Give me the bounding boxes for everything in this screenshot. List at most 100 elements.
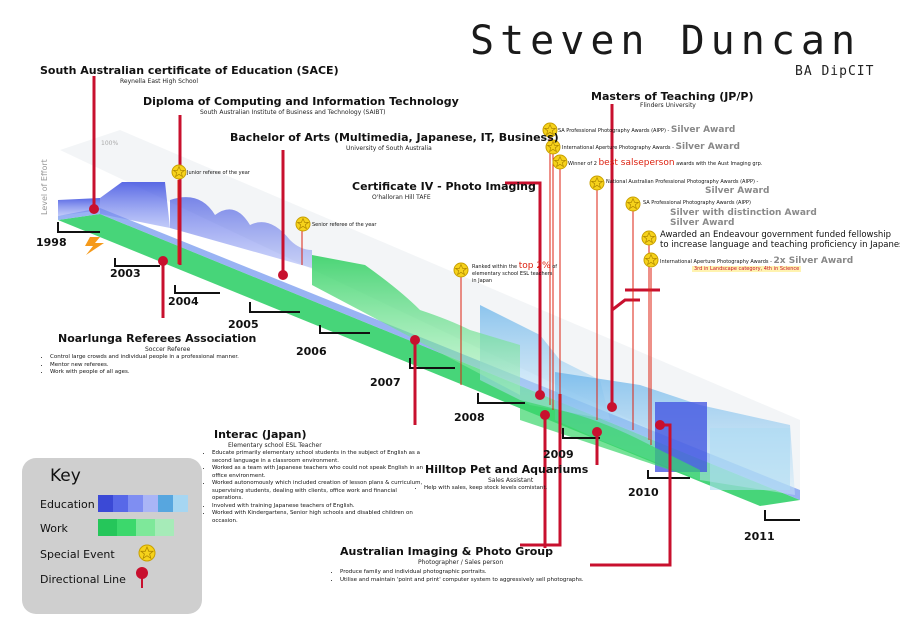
legend-swatch: [143, 495, 158, 512]
legend-swatch: [136, 519, 155, 536]
work-role: Sales Assistant: [488, 477, 534, 484]
event-label: Junior referee of the year: [187, 170, 250, 176]
education-institution: South Australian Institute of Business a…: [200, 109, 386, 116]
star-icon: [552, 154, 568, 170]
edu-volume-diploma: [100, 182, 170, 228]
education-institution: University of South Australia: [346, 145, 432, 152]
bullet: Involved with training Japanese teachers…: [212, 503, 424, 511]
education-title: Diploma of Computing and Information Tec…: [143, 95, 459, 108]
award-badge: Silver Award: [670, 218, 735, 228]
legend-swatch: [173, 495, 188, 512]
work-volume-interac: [312, 255, 520, 395]
year-ticks: [57, 222, 800, 521]
event-label: Senior referee of the year: [312, 222, 377, 228]
star-icon: [589, 175, 605, 191]
work-role: Elementary school ESL Teacher: [228, 442, 322, 449]
star-icon: [643, 252, 659, 268]
star-icon: [171, 164, 187, 180]
education-title: Certificate IV - Photo Imaging: [352, 180, 536, 193]
event-label: National Australian Professional Photogr…: [606, 179, 759, 185]
bullet: Produce family and individual photograph…: [340, 569, 610, 577]
bullet: Worked with Kindergartens, Senior high s…: [212, 510, 424, 525]
year-label: 2004: [168, 295, 199, 308]
legend: Key Education Work Special Event Directi…: [22, 458, 202, 614]
year-label: 2003: [110, 267, 141, 280]
lightning-icon: [85, 237, 104, 255]
legend-education-label: Education: [40, 498, 95, 511]
year-label: 2006: [296, 345, 327, 358]
event-label: Awarded an Endeavour government funded f…: [660, 230, 892, 240]
y-axis-label: Level of Effort: [40, 159, 49, 215]
work-bullets: Control large crowds and individual peop…: [40, 354, 260, 377]
edu-volume-sace: [58, 198, 100, 216]
education-title: Masters of Teaching (JP/P): [591, 90, 754, 103]
work-title: Noarlunga Referees Association: [58, 332, 257, 345]
event-lines: [177, 135, 652, 445]
year-label: 2007: [370, 376, 401, 389]
award-badge: Silver Award: [705, 186, 770, 196]
bullet: Educate primarily elementary school stud…: [212, 450, 424, 465]
work-role: Soccer Referee: [145, 346, 191, 353]
year-label: 2009: [543, 448, 574, 461]
work-title: Australian Imaging & Photo Group: [340, 545, 554, 558]
bullet: Utilise and maintain 'point and print' c…: [340, 577, 610, 585]
event-label: Winner of 2 best salseperson awards with…: [568, 158, 763, 168]
year-label: 2011: [744, 530, 775, 543]
star-icon: [542, 122, 558, 138]
work-bullets: Help with sales, keep stock levels comis…: [414, 485, 634, 493]
legend-swatch: [158, 495, 173, 512]
work-title: Hilltop Pet and Aquariums: [425, 463, 589, 476]
edu-volume-ba: [170, 197, 312, 268]
star-icon: [295, 216, 311, 232]
event-label: SA Professional Photography Awards (AIPP…: [558, 125, 736, 135]
star-icon: [453, 262, 469, 278]
year-label: 1998: [36, 236, 67, 249]
legend-swatch: [113, 495, 128, 512]
legend-swatch: [128, 495, 143, 512]
legend-swatch: [117, 519, 136, 536]
bullet: Control large crowds and individual peop…: [50, 354, 260, 362]
education-title: Bachelor of Arts (Multimedia, Japanese, …: [230, 131, 559, 144]
bullet: Work with people of all ages.: [50, 369, 260, 377]
bullet: Worked as a team with Japanese teachers …: [212, 465, 424, 480]
pin-icon: [136, 567, 148, 588]
event-label: International Aperture Photography Award…: [660, 256, 854, 266]
work-bullets: Produce family and individual photograph…: [330, 569, 610, 584]
event-label: International Aperture Photography Award…: [562, 142, 740, 152]
bullet: Help with sales, keep stock levels comis…: [424, 485, 634, 493]
star-icon: [641, 230, 657, 246]
work-title: Interac (Japan): [214, 428, 307, 441]
work-bullets: Educate primarily elementary school stud…: [202, 450, 424, 525]
credentials: BA DipCIT: [795, 64, 875, 79]
legend-swatch: [98, 495, 113, 512]
education-institution: Reynella East High School: [120, 78, 199, 85]
education-institution: O'halloran Hill TAFE: [372, 194, 431, 201]
event-label: to increase language and teaching profic…: [660, 240, 900, 250]
legend-title: Key: [50, 466, 81, 486]
event-note: 3rd in Landscape category, 4th in Scienc…: [692, 266, 802, 272]
bullet: Worked autonomously which included creat…: [212, 480, 424, 503]
award-badge: Silver with distinction Award: [670, 208, 817, 218]
star-icon: [625, 196, 641, 212]
legend-work-label: Work: [40, 522, 68, 535]
max-level-label: 100%: [101, 140, 119, 147]
work-role: Photographer / Sales person: [418, 559, 504, 566]
legend-swatch: [155, 519, 174, 536]
star-icon: [138, 544, 156, 562]
education-title: South Australian certificate of Educatio…: [40, 64, 339, 77]
directional-lines: [92, 76, 672, 567]
legend-directional-label: Directional Line: [40, 573, 126, 586]
year-label: 2010: [628, 486, 659, 499]
name-title: Steven Duncan: [470, 18, 862, 64]
event-label: SA Professional Photography Awards (AIPP…: [643, 200, 751, 206]
work-volume-hilltop: [520, 400, 700, 480]
edu-block-2011: [710, 428, 790, 490]
line-endpoints: [89, 204, 665, 437]
legend-special-label: Special Event: [40, 548, 115, 561]
year-label: 2008: [454, 411, 485, 424]
bullet: Mentor new referees.: [50, 362, 260, 370]
legend-swatch: [98, 519, 117, 536]
star-icon: [545, 139, 561, 155]
